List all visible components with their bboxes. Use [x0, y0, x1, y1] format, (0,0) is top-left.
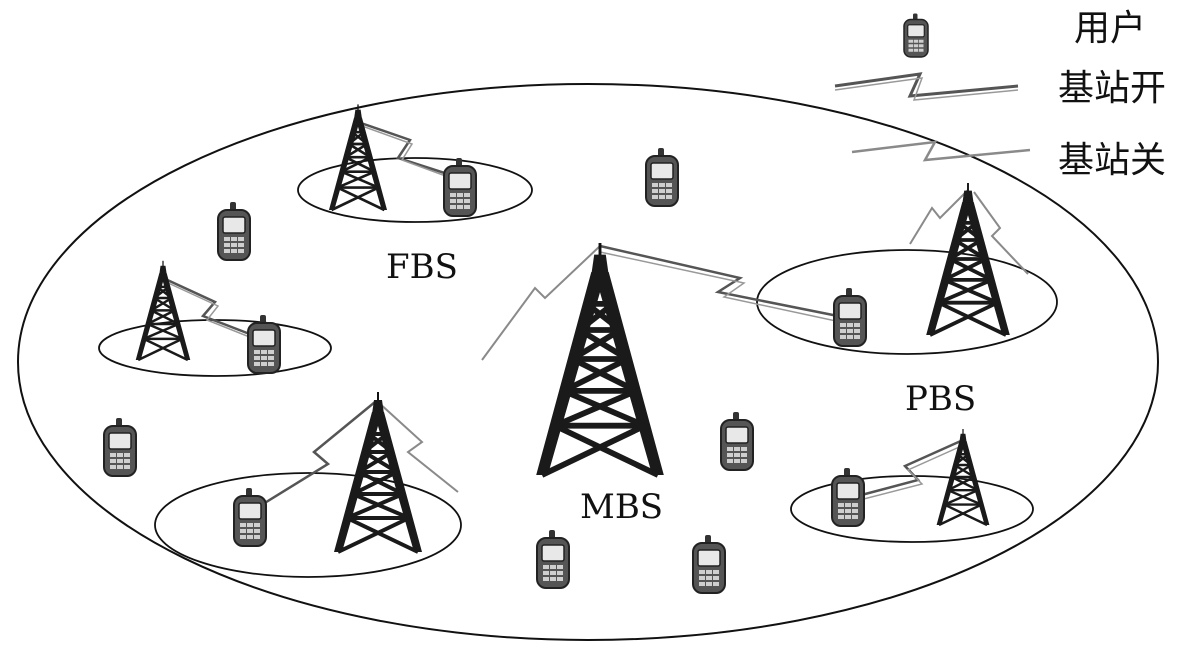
phone-icon [104, 418, 136, 476]
legend-off-label: 基站关 [1058, 140, 1166, 181]
legend-on-icon [835, 74, 1018, 100]
phone-icon [646, 148, 678, 206]
pbs-label: PBS [905, 379, 976, 419]
fbs-label: FBS [386, 247, 458, 287]
legend-on-label: 基站开 [1058, 68, 1166, 109]
fbs-tower-bottom [334, 392, 422, 552]
phone-icon [537, 530, 569, 588]
phone-icon [721, 412, 753, 470]
link-off [378, 190, 1028, 492]
legend-user-label: 用户 [1074, 8, 1146, 49]
phone-icon [248, 315, 280, 373]
fbs-tower-left [136, 261, 191, 360]
fbs-cell-left [99, 320, 331, 376]
fbs-cell-top [298, 158, 532, 222]
pbs-cell-right [757, 250, 1057, 354]
phone-icon [693, 535, 725, 593]
phone-icon [234, 488, 266, 546]
phone-icon [218, 202, 250, 260]
mbs-tower [536, 243, 664, 475]
fbs-cell-bottom [155, 473, 461, 577]
legend: 用户 基站开 基站关 [835, 8, 1166, 181]
phone-icon [834, 288, 866, 346]
phone-icon [832, 468, 864, 526]
mbs-label: MBS [580, 487, 663, 527]
legend-phone-icon [904, 14, 928, 58]
macro-cell-boundary [18, 84, 1158, 640]
fbs-tower-top [329, 104, 387, 210]
pbs-tower-right [926, 183, 1010, 335]
phone-icon [444, 158, 476, 216]
